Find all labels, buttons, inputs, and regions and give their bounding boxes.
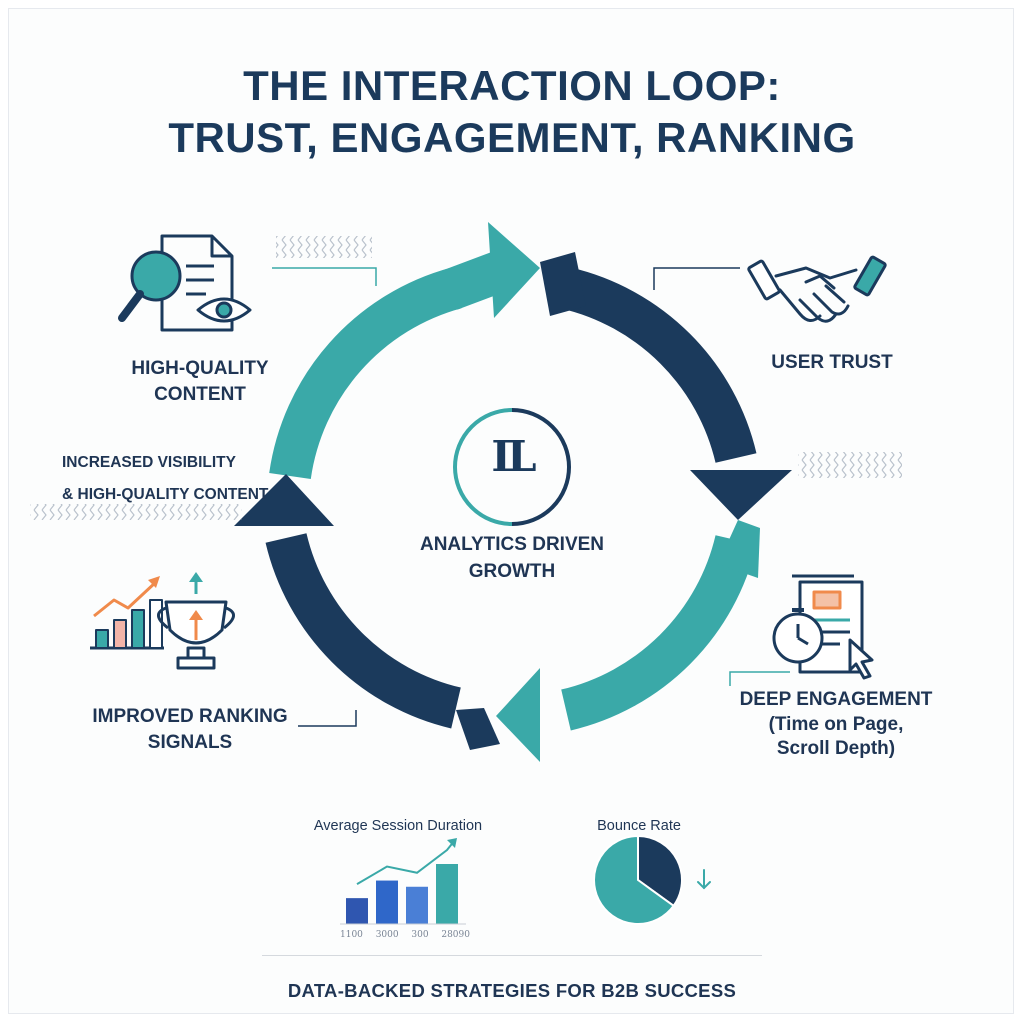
footer-tagline: DATA-BACKED STRATEGIES FOR B2B SUCCESS <box>287 980 737 1001</box>
tick-label: 3000 <box>375 930 399 940</box>
pie-slice <box>637 834 683 908</box>
tick-label: 300 <box>411 930 429 940</box>
loop-arc-top-right <box>540 252 792 520</box>
connector-engagement <box>729 671 790 686</box>
center-logo-text: IL <box>491 432 536 481</box>
session-bar <box>346 898 368 924</box>
session-bar <box>436 864 458 924</box>
loop-arc-top-left <box>269 222 540 480</box>
session-chart-ticks: 1100 3000 300 28090 <box>340 930 470 940</box>
title-line-1: THE INTERACTION LOOP: <box>243 62 781 109</box>
document-magnifier-eye-icon <box>118 234 252 332</box>
loop-arc-bottom-left <box>234 474 500 750</box>
trophy-growth-chart-icon <box>90 572 235 670</box>
session-trend-arrowhead <box>447 838 457 848</box>
bounce-chart-title: Bounce Rate <box>597 818 681 834</box>
connector-ranking <box>298 710 357 727</box>
zigzag-decoration <box>30 504 242 520</box>
tick-label: 1100 <box>340 930 363 940</box>
connector-trust <box>653 267 740 290</box>
step-label-improved-ranking: IMPROVED RANKING SIGNALS <box>92 706 288 753</box>
step-label-user-trust: USER TRUST <box>771 352 893 373</box>
stopwatch-document-cursor-icon <box>772 574 874 680</box>
session-trend-line <box>356 839 456 886</box>
session-bar <box>376 880 398 924</box>
loop-arc-bottom-right <box>496 520 760 762</box>
session-chart-title: Average Session Duration <box>313 818 483 834</box>
center-logo <box>453 408 571 526</box>
zigzag-decoration <box>276 236 372 258</box>
tick-label: 28090 <box>441 930 470 940</box>
feedback-label-line-2: & HIGH-QUALITY CONTENT <box>62 486 269 503</box>
pie-slice <box>593 834 675 925</box>
session-bar <box>406 886 428 924</box>
step-label-high-quality-content: HIGH-QUALITY CONTENT <box>131 358 269 405</box>
step-label-deep-engagement: DEEP ENGAGEMENT (Time on Page, Scroll De… <box>739 689 933 760</box>
down-arrow-icon <box>697 869 711 890</box>
feedback-label-line-1: INCREASED VISIBILITY <box>62 454 236 471</box>
footer-divider <box>262 955 762 956</box>
center-label: ANALYTICS DRIVEN GROWTH <box>419 534 605 582</box>
zigzag-decoration <box>798 452 902 478</box>
handshake-icon <box>747 255 887 323</box>
title-line-2: TRUST, ENGAGEMENT, RANKING <box>168 114 856 161</box>
connector-content <box>272 267 377 286</box>
